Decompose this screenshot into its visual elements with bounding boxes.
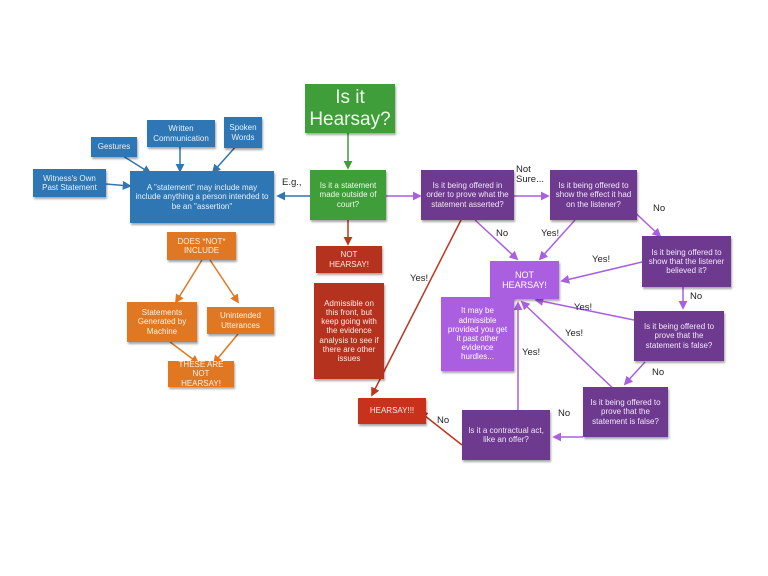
hearsay-text: HEARSAY!!! (369, 406, 415, 416)
question-false-1-text: Is it being offered to prove that the st… (643, 322, 715, 350)
question-prove-asserted: Is it being offered in order to prove wh… (421, 170, 514, 220)
yes-label-4: Yes! (565, 328, 584, 339)
unintended-utterances-text: Unintended Utterances (220, 311, 261, 330)
no-label-2: No (653, 203, 666, 214)
written-communication-box: Written Communication (147, 120, 215, 147)
these-not-hearsay-box: THESE ARE NOT HEARSAY! (168, 360, 234, 388)
not-hearsay-red-text: NOT HEARSAY! (329, 250, 369, 269)
spoken-words-text: Spoken Words (229, 123, 257, 142)
question-prove-asserted-text: Is it being offered in order to prove wh… (426, 181, 509, 209)
question-outside-court-text: Is it a statement made outside of court? (319, 181, 377, 209)
no-label-5: No (558, 408, 571, 419)
question-effect-listener-text: Is it being offered to show the effect i… (555, 181, 632, 209)
title-text: Is it Hearsay? (309, 86, 391, 130)
machine-statements-box: Statements Generated by Machine (127, 302, 197, 342)
question-listener-believed-text: Is it being offered to show that the lis… (648, 247, 725, 276)
not-hearsay-lilac-box: NOT HEARSAY! (490, 261, 559, 299)
may-be-admissible-text: It may be admissible provided you get it… (447, 306, 508, 362)
statement-definition: A "statement" may include may include an… (130, 171, 274, 223)
no-label-3: No (690, 291, 703, 302)
no-label-6: No (437, 415, 450, 426)
spoken-words-box: Spoken Words (224, 117, 262, 148)
question-contractual: Is it a contractual act, like an offer? (462, 410, 550, 460)
admissible-front-text: Admissible on this front, but keep going… (319, 298, 379, 363)
witness-past-statement-text: Witness's Own Past Statement (42, 173, 97, 192)
written-communication-text: Written Communication (153, 124, 209, 143)
not-sure-label: Not Sure... (516, 164, 544, 186)
question-outside-court: Is it a statement made outside of court? (310, 170, 386, 220)
yes-label-5: Yes! (522, 347, 541, 358)
question-listener-believed: Is it being offered to show that the lis… (642, 236, 731, 287)
yes-label-3: Yes! (574, 302, 593, 313)
question-false-2: Is it being offered to prove that the st… (583, 387, 668, 437)
these-not-hearsay-text: THESE ARE NOT HEARSAY! (178, 360, 224, 388)
gestures-text: Gestures (97, 142, 131, 152)
machine-statements-text: Statements Generated by Machine (137, 308, 187, 336)
no-label-1: No (496, 228, 509, 239)
admissible-front-box: Admissible on this front, but keep going… (314, 283, 384, 379)
unintended-utterances-box: Unintended Utterances (207, 307, 274, 334)
statement-definition-text: A "statement" may include may include an… (135, 183, 269, 211)
not-hearsay-red-box: NOT HEARSAY! (316, 246, 382, 273)
yes-label-2: Yes! (592, 254, 611, 265)
does-not-include-box: DOES *NOT* INCLUDE (167, 232, 236, 260)
does-not-include-text: DOES *NOT* INCLUDE (177, 236, 226, 255)
question-false-1: Is it being offered to prove that the st… (634, 311, 724, 361)
title-box: Is it Hearsay? (305, 84, 395, 133)
yes-hearsay-label: Yes! (410, 273, 429, 284)
gestures-box: Gestures (91, 137, 137, 157)
hearsay-box: HEARSAY!!! (358, 398, 426, 424)
question-effect-listener: Is it being offered to show the effect i… (550, 170, 637, 220)
question-false-2-text: Is it being offered to prove that the st… (590, 398, 661, 426)
question-contractual-text: Is it a contractual act, like an offer? (468, 425, 544, 444)
witness-past-statement: Witness's Own Past Statement (33, 169, 106, 197)
eg-label: E.g., (282, 177, 302, 188)
may-be-admissible-box: It may be admissible provided you get it… (441, 297, 514, 371)
no-label-4: No (652, 367, 665, 378)
yes-label-1: Yes! (541, 228, 560, 239)
not-hearsay-lilac-text: NOT HEARSAY! (502, 269, 547, 290)
